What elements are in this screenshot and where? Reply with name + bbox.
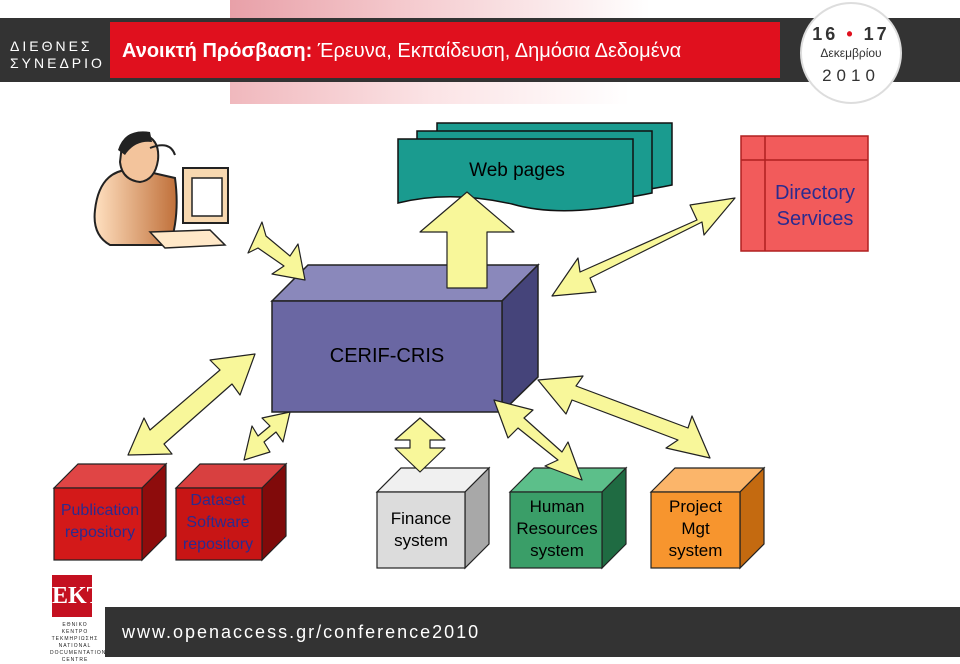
- dataset-software-repository-label: Dataset Software repository: [182, 492, 254, 553]
- date-days: 16 • 17: [812, 24, 890, 44]
- arrow-core-hr: [493, 399, 583, 481]
- project-cube: [649, 466, 766, 570]
- ekt-caption: ΕΘΝΙΚΟ ΚΕΝΤΡΟ ΤΕΚΜΗΡΙΩΣΗΣ NATIONAL DOCUM…: [50, 622, 107, 663]
- hr-cube: [508, 466, 628, 570]
- dataset-cube: [174, 462, 288, 562]
- arrow-core-project: [537, 375, 711, 459]
- cerif-cris-cube: [270, 263, 540, 414]
- finance-system-label: Finance system: [390, 509, 452, 550]
- arrow-core-publication: [127, 353, 256, 456]
- directory-services-label: Directory Services: [774, 182, 855, 230]
- web-pages-node: [397, 122, 673, 212]
- title-panel: [110, 22, 780, 78]
- person-at-computer-icon: [93, 131, 229, 249]
- page-title: Ανοικτή Πρόσβαση: Έρευνα, Εκπαίδευση, Δη…: [122, 40, 681, 63]
- logo-line-1: ΔΙΕΘΝΕΣ: [10, 38, 93, 54]
- title-rest: Έρευνα, Εκπαίδευση, Δημόσια Δεδομένα: [312, 40, 682, 62]
- project-mgt-system-label: Project Mgt system: [668, 497, 723, 560]
- arrow-core-finance: [394, 417, 446, 473]
- finance-cube: [375, 466, 491, 570]
- date-month: Δεκεμβρίου: [820, 46, 882, 60]
- date-badge: 16 • 17 Δεκεμβρίου 2010: [800, 2, 902, 104]
- logo-line-2: ΣΥΝΕΔΡΙΟ: [10, 55, 105, 71]
- footer-band: [105, 607, 960, 657]
- title-bold: Ανοικτή Πρόσβαση:: [122, 40, 313, 62]
- date-dot-icon: •: [846, 24, 856, 44]
- header: ΔΙΕΘΝΕΣ ΣΥΝΕΔΡΙΟ Ανοικτή Πρόσβαση: Έρευν…: [0, 0, 960, 104]
- header-photo-strip: [230, 0, 650, 18]
- arrow-core-directory: [551, 197, 736, 297]
- web-pages-label: Web pages: [469, 160, 565, 181]
- conference-url-link[interactable]: www.openaccess.gr/conference2010: [122, 622, 481, 642]
- cerif-cris-label: CERIF-CRIS: [329, 345, 445, 367]
- ekt-logo: EKT: [52, 575, 103, 617]
- date-year: 2010: [822, 66, 880, 85]
- publication-cube: [52, 462, 168, 562]
- arrow-user-core: [247, 221, 306, 281]
- header-photo-strip-lower: [230, 82, 630, 104]
- arrow-core-to-web: [419, 191, 515, 289]
- directory-services-node: [740, 135, 869, 252]
- conference-logo: ΔΙΕΘΝΕΣ ΣΥΝΕΔΡΙΟ: [10, 38, 105, 72]
- human-resources-system-label: Human Resources system: [516, 497, 598, 560]
- publication-repository-label: Publication repository: [60, 502, 140, 541]
- arrow-core-dataset: [243, 411, 291, 461]
